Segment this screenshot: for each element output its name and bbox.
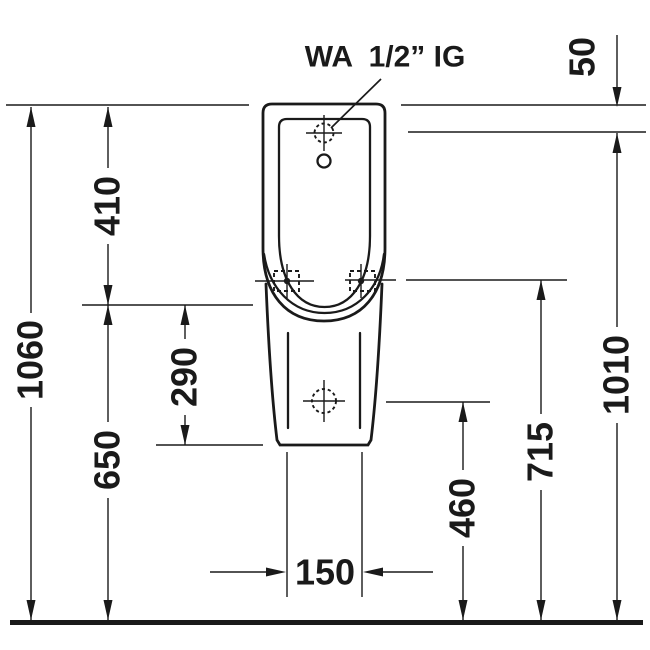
dimension-top-to-connection: 50 [562, 37, 603, 77]
water-inlet-symbol [306, 115, 342, 151]
dimension-mounting-to-body-bottom: 290 [164, 347, 205, 407]
dimension-top-to-mounting: 410 [87, 176, 128, 236]
fixing-hole-right [349, 264, 376, 298]
dimension-fixing-holes-height: 715 [520, 422, 561, 482]
urinal-body [255, 102, 387, 447]
fixing-hole-left-center [283, 277, 291, 285]
dimension-mounting-height: 650 [87, 430, 128, 490]
water-connection-label: WA 1/2” IG [305, 41, 466, 74]
reference-lines [6, 104, 646, 597]
dimension-arrowheads [26, 87, 622, 620]
rim-inner-outline [277, 117, 372, 309]
lower-body-outline [264, 282, 384, 447]
flush-hole [316, 153, 332, 169]
dimension-outlet-spacing: 150 [295, 552, 355, 593]
dimension-overall-height: 1060 [10, 320, 51, 400]
annotation-leader-line [330, 78, 382, 129]
dimension-labels: 1060 410 650 290 460 715 1010 50 150 [10, 37, 637, 593]
outlet-symbol [303, 380, 345, 422]
fixing-hole-right-center [357, 277, 365, 285]
dimension-connection-height: 1010 [596, 335, 637, 415]
rim-outer-outline [261, 102, 387, 323]
dimension-outlet-height: 460 [442, 478, 483, 538]
fixing-hole-left [255, 264, 314, 298]
fixing-hole-right-dashed-square [349, 270, 376, 292]
